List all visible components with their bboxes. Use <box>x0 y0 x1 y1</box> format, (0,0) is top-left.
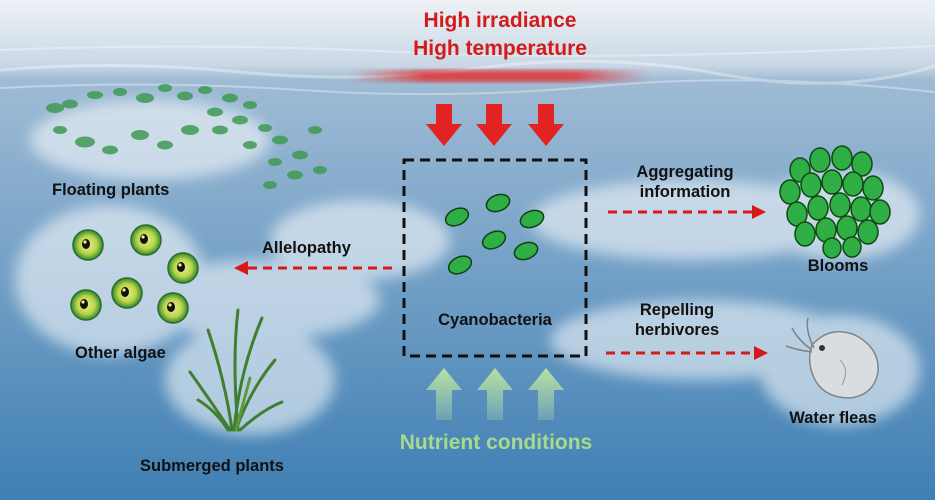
aggregating-label-line1: Aggregating <box>636 163 734 181</box>
submerged-plants-label: Submerged plants <box>140 457 284 475</box>
water-flea-art <box>785 317 879 399</box>
aggregating-label-line2: information <box>639 183 731 201</box>
red-arrows <box>426 104 564 146</box>
floating-plants-label: Floating plants <box>52 181 170 199</box>
green-arrows <box>426 368 564 420</box>
allelopathy-label: Allelopathy <box>262 239 351 257</box>
other-algae-art <box>70 224 199 324</box>
cyanobacteria-box <box>402 158 588 358</box>
other-algae-label: Other algae <box>75 344 166 362</box>
repelling-label-line2: herbivores <box>634 321 720 339</box>
allelopathy-arrowhead <box>234 261 248 275</box>
cyanobacteria-label: Cyanobacteria <box>438 311 552 329</box>
submerged-plants-art <box>188 308 284 432</box>
nutrient-conditions-label: Nutrient conditions <box>399 431 593 454</box>
cyanobacteria-cells <box>444 193 545 275</box>
blooms-art <box>779 145 891 259</box>
repelling-label-line1: Repelling <box>639 301 715 319</box>
blooms-label: Blooms <box>807 257 869 275</box>
top-label-line1: High irradiance <box>423 9 577 32</box>
repelling-arrowhead <box>754 346 768 360</box>
water-fleas-label: Water fleas <box>789 409 877 427</box>
aggregating-arrowhead <box>752 205 766 219</box>
surface-ripples <box>0 45 935 96</box>
top-label-line2: High temperature <box>413 37 587 60</box>
dashed-arrows <box>245 210 754 355</box>
heat-bar <box>350 70 650 82</box>
floating-plants-art <box>46 84 327 189</box>
